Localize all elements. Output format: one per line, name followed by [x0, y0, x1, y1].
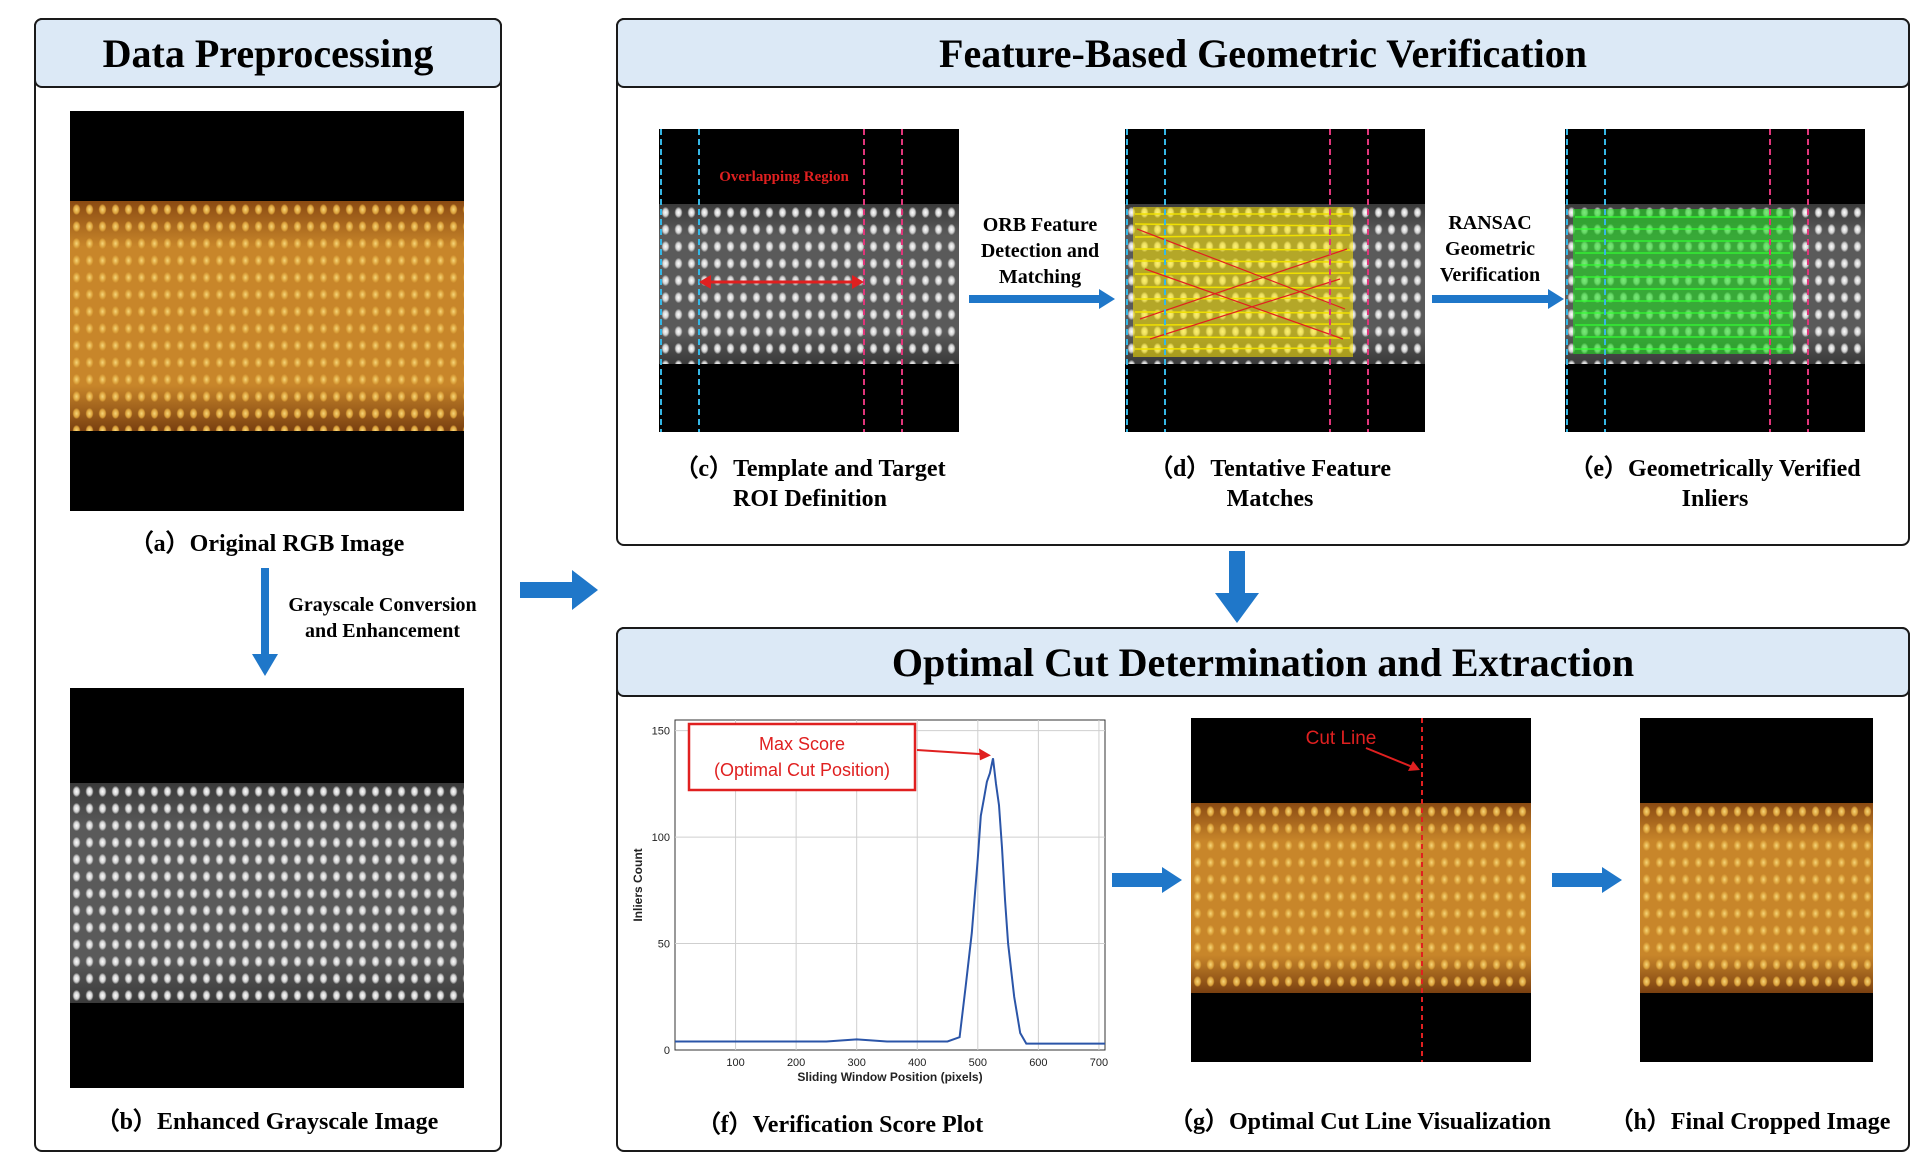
cut-line-label: Cut Line — [1305, 728, 1377, 749]
right-arrow-main — [520, 570, 598, 610]
orb-arrow — [969, 289, 1115, 309]
original-rgb-image — [70, 111, 464, 511]
caption-f: （f）Verification Score Plot — [696, 1112, 984, 1138]
caption-c-line1: （c）Template and Target — [674, 456, 946, 482]
x-tick-label: 700 — [1090, 1057, 1108, 1069]
caption-c-line2: ROI Definition — [732, 486, 887, 512]
y-tick-label: 100 — [652, 832, 670, 844]
x-tick-label: 100 — [726, 1057, 744, 1069]
cut-line-visualization: Cut Line — [1191, 718, 1531, 1062]
annotation-arrow-line — [916, 749, 986, 756]
caption-a: （a）Original RGB Image — [129, 531, 405, 557]
caption-e-line2: Inliers — [1681, 486, 1749, 512]
arrow-to-final — [1552, 867, 1622, 893]
down-arrow-extraction — [1215, 551, 1259, 623]
grayscale-label-2: and Enhancement — [304, 620, 461, 642]
caption-e-line1: （e）Geometrically Verified — [1569, 456, 1861, 482]
caption-d-line1: （d）Tentative Feature — [1149, 456, 1391, 482]
caption-d-line2: Matches — [1226, 486, 1314, 512]
grayscale-label-1: Grayscale Conversion — [288, 594, 477, 616]
x-tick-label: 500 — [969, 1057, 987, 1069]
x-tick-label: 200 — [787, 1057, 805, 1069]
overlap-region-label: Overlapping Region — [719, 169, 849, 185]
caption-h: （h）Final Cropped Image — [1609, 1109, 1891, 1135]
max-score-box — [687, 722, 917, 792]
arrow-to-cutline — [1112, 867, 1182, 893]
preprocessing-title: Data Preprocessing — [34, 18, 502, 88]
y-axis-label: Inliers Count — [631, 848, 645, 921]
orb-label-2: Detection and — [980, 240, 1100, 262]
ransac-label-1: RANSAC — [1448, 212, 1532, 234]
ransac-label-3: Verification — [1439, 264, 1541, 286]
y-tick-label: 50 — [658, 939, 670, 951]
verified-inliers-image — [1565, 129, 1865, 432]
enhanced-grayscale-image — [70, 688, 464, 1088]
extraction-title: Optimal Cut Determination and Extraction — [616, 627, 1910, 697]
y-tick-label: 150 — [652, 726, 670, 738]
template-roi-image: Overlapping Region — [659, 129, 959, 432]
annotation-arrow-head — [978, 748, 991, 761]
max-score-label: Max Score — [759, 734, 845, 754]
x-axis-label: Sliding Window Position (pixels) — [797, 1070, 982, 1084]
down-arrow-grayscale — [252, 568, 278, 676]
x-tick-label: 300 — [848, 1057, 866, 1069]
y-tick-label: 0 — [664, 1045, 670, 1057]
final-cropped-image — [1640, 718, 1873, 1062]
optimal-cut-label: (Optimal Cut Position) — [714, 760, 890, 780]
verification-title: Feature-Based Geometric Verification — [616, 18, 1910, 88]
x-tick-label: 400 — [908, 1057, 926, 1069]
caption-b: （b）Enhanced Grayscale Image — [95, 1109, 439, 1135]
caption-g: （g）Optimal Cut Line Visualization — [1168, 1109, 1552, 1135]
ransac-label-2: Geometric — [1445, 238, 1535, 260]
ransac-arrow — [1432, 289, 1564, 309]
score-series-line — [675, 758, 1105, 1045]
x-tick-label: 600 — [1029, 1057, 1047, 1069]
tentative-matches-image — [1125, 129, 1425, 432]
orb-label-1: ORB Feature — [982, 214, 1098, 236]
orb-label-3: Matching — [998, 266, 1082, 288]
